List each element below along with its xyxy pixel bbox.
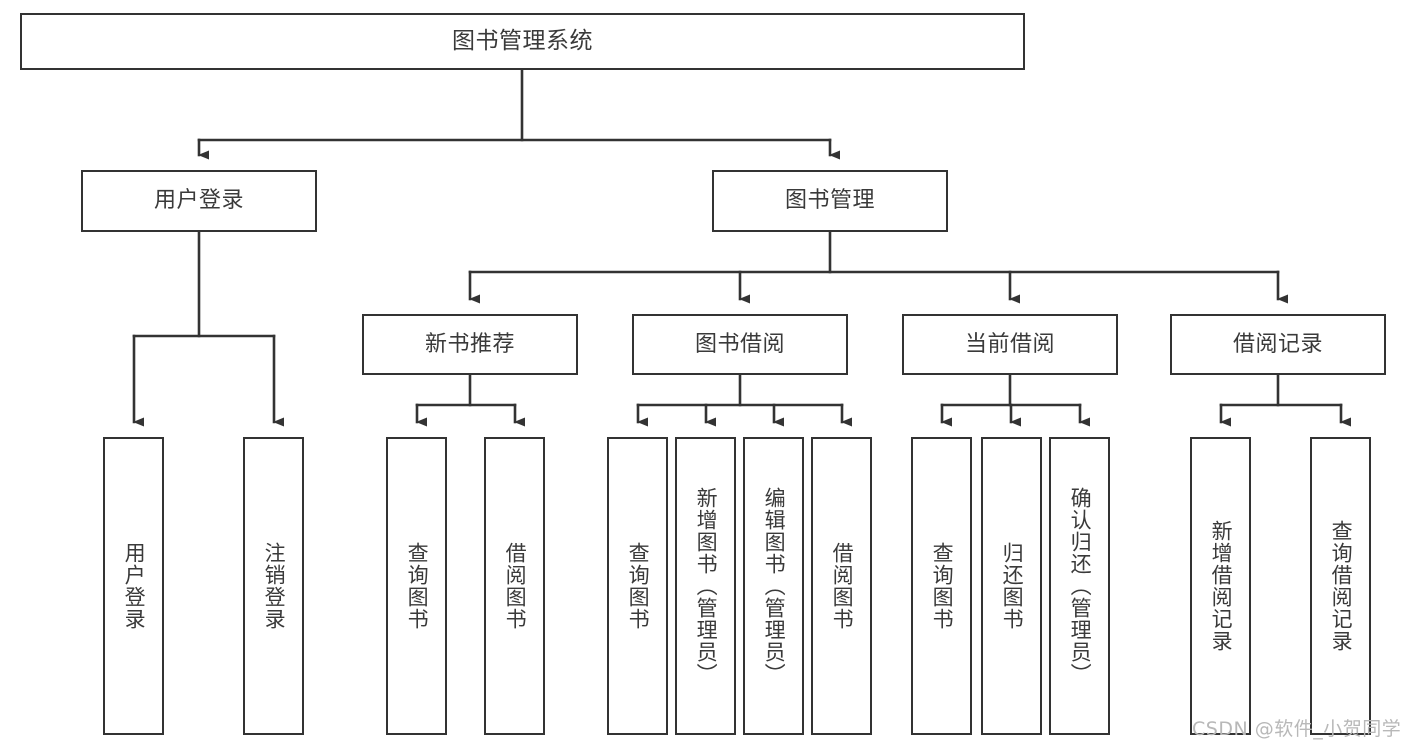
- leaf-query-borrow-record[interactable]: 查询借阅记录: [1310, 437, 1371, 735]
- leaf-add-borrow-record[interactable]: 新增借阅记录: [1190, 437, 1251, 735]
- node-label: 当前借阅: [964, 331, 1055, 357]
- node-label: 查询图书: [930, 542, 955, 630]
- node-user-login[interactable]: 用户登录: [81, 170, 317, 232]
- leaf-borrow-book-borrowing[interactable]: 借阅图书: [811, 437, 872, 735]
- node-label: 图书管理: [784, 188, 875, 214]
- node-new-book-recommendation[interactable]: 新书推荐: [362, 314, 578, 375]
- leaf-user-login[interactable]: 用户登录: [103, 437, 164, 735]
- leaf-query-book-current[interactable]: 查询图书: [911, 437, 972, 735]
- leaf-query-book-newbook[interactable]: 查询图书: [386, 437, 447, 735]
- node-label: 编辑图书（管理员）: [762, 487, 787, 685]
- node-label: 注销登录: [262, 542, 287, 630]
- leaf-confirm-return-admin[interactable]: 确认归还（管理员）: [1049, 437, 1110, 735]
- leaf-return-book[interactable]: 归还图书: [981, 437, 1042, 735]
- node-label: 图书管理系统: [452, 27, 593, 54]
- node-label: 图书借阅: [694, 331, 785, 357]
- node-label: 查询图书: [626, 542, 651, 630]
- node-label: 借阅记录: [1232, 331, 1323, 357]
- node-label: 借阅图书: [503, 542, 528, 630]
- node-label: 新增借阅记录: [1209, 520, 1234, 652]
- node-label: 确认归还（管理员）: [1068, 487, 1093, 685]
- leaf-query-book-borrowing[interactable]: 查询图书: [607, 437, 668, 735]
- node-book-management[interactable]: 图书管理: [712, 170, 948, 232]
- node-label: 借阅图书: [830, 542, 855, 630]
- leaf-logout[interactable]: 注销登录: [243, 437, 304, 735]
- leaf-edit-book-admin[interactable]: 编辑图书（管理员）: [743, 437, 804, 735]
- node-label: 新增图书（管理员）: [694, 487, 719, 685]
- node-label: 用户登录: [153, 188, 244, 214]
- node-current-borrowing[interactable]: 当前借阅: [902, 314, 1118, 375]
- node-label: 查询图书: [405, 542, 430, 630]
- leaf-borrow-book-newbook[interactable]: 借阅图书: [484, 437, 545, 735]
- node-borrowing-record[interactable]: 借阅记录: [1170, 314, 1386, 375]
- node-label: 查询借阅记录: [1329, 520, 1354, 652]
- node-label: 归还图书: [1000, 542, 1025, 630]
- leaf-add-book-admin[interactable]: 新增图书（管理员）: [675, 437, 736, 735]
- node-label: 新书推荐: [424, 331, 515, 357]
- node-root-book-management-system[interactable]: 图书管理系统: [20, 13, 1025, 70]
- node-book-borrowing[interactable]: 图书借阅: [632, 314, 848, 375]
- node-label: 用户登录: [122, 542, 147, 630]
